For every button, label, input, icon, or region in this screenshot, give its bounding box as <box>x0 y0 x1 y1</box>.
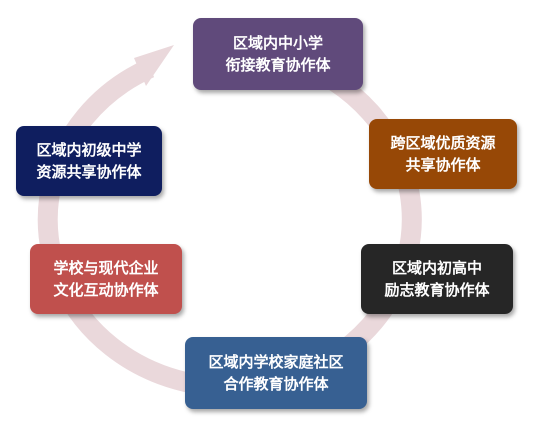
node-bottom-line-2: 合作教育协作体 <box>223 375 329 393</box>
node-right-line-1: 跨区域优质资源 <box>390 134 496 152</box>
node-rlow-line-2: 励志教育协作体 <box>384 281 490 299</box>
node-llow-line-2: 文化互动协作体 <box>53 281 159 299</box>
node-school-family-community: 区域内学校家庭社区 合作教育协作体 <box>185 337 367 409</box>
node-top-line-1: 区域内中小学 <box>232 34 323 52</box>
node-junior-resource-sharing: 区域内初级中学 资源共享协作体 <box>16 126 162 196</box>
node-left-line-1: 区域内初级中学 <box>36 141 142 159</box>
node-left-line-2: 资源共享协作体 <box>36 163 142 181</box>
node-bottom-line-1: 区域内学校家庭社区 <box>208 353 344 371</box>
node-rlow-line-1: 区域内初高中 <box>391 259 482 277</box>
node-llow-line-1: 学校与现代企业 <box>53 259 159 277</box>
node-junior-senior-motivation: 区域内初高中 励志教育协作体 <box>361 244 513 314</box>
cycle-arrow-head <box>134 45 174 86</box>
node-cross-region-resource: 跨区域优质资源 共享协作体 <box>369 119 517 189</box>
node-right-line-2: 共享协作体 <box>405 156 481 174</box>
node-school-enterprise-culture: 学校与现代企业 文化互动协作体 <box>30 244 182 314</box>
node-primary-middle-transition: 区域内中小学 衔接教育协作体 <box>193 18 363 90</box>
node-top-line-2: 衔接教育协作体 <box>225 56 331 74</box>
